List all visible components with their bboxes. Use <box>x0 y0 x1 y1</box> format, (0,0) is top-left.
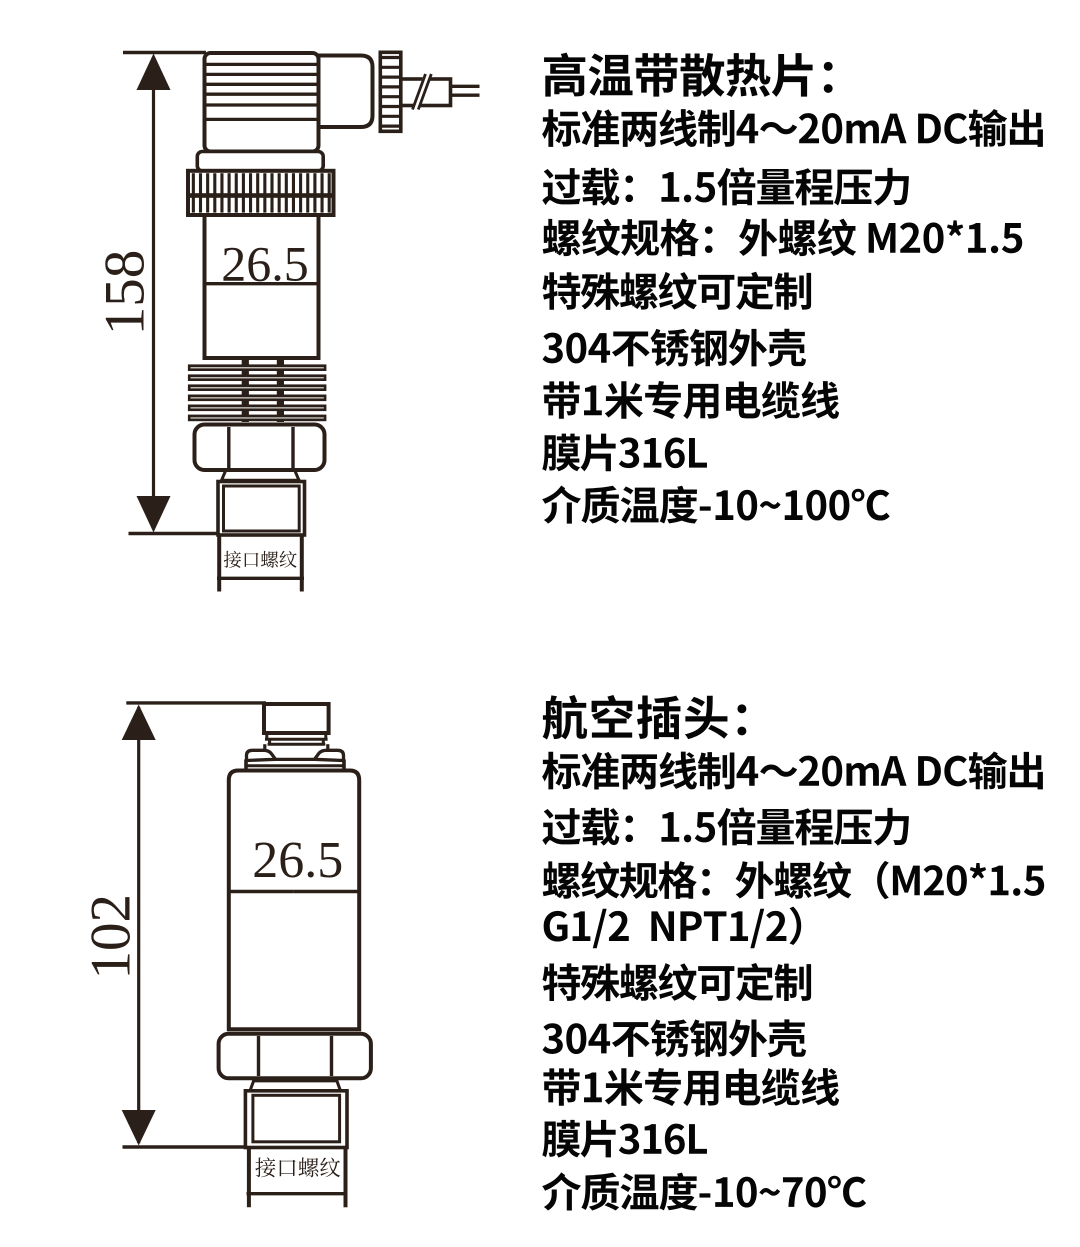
svg-text:158: 158 <box>93 250 156 336</box>
svg-text:26.5: 26.5 <box>252 832 343 889</box>
svg-text:26.5: 26.5 <box>221 236 309 292</box>
svg-text:102: 102 <box>80 894 143 980</box>
